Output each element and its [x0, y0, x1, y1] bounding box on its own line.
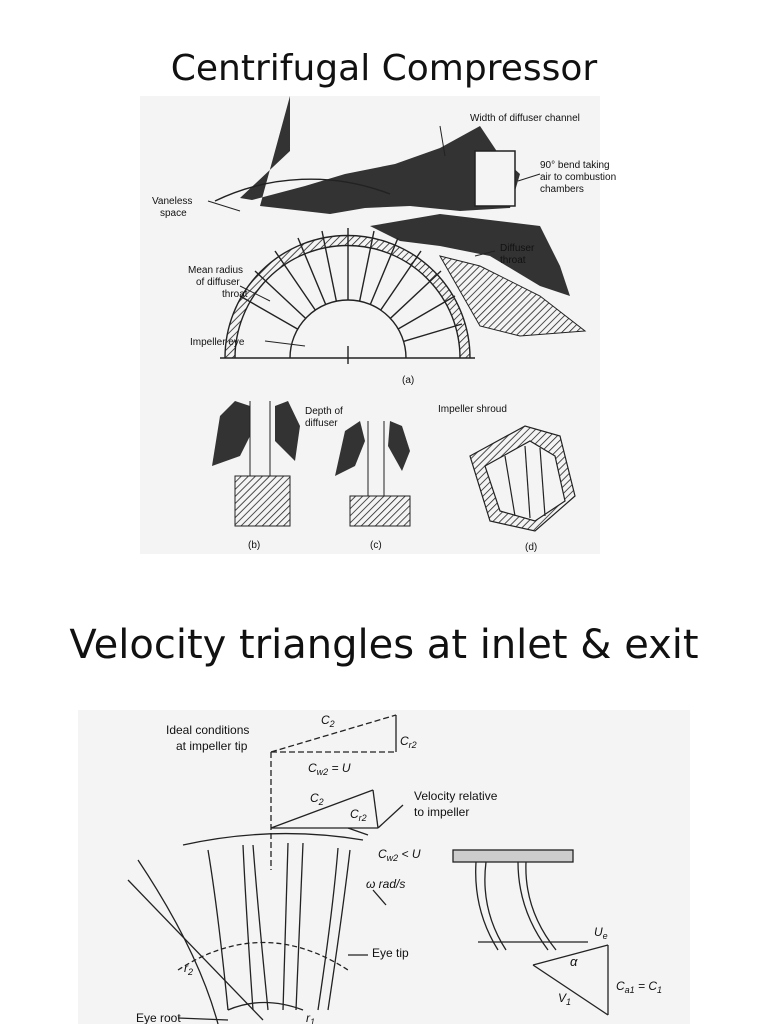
slide-title-velocity: Velocity triangles at inlet & exit	[69, 622, 699, 668]
label-vaneless-1: Vaneless	[152, 196, 192, 207]
label-r1: r1	[306, 1011, 315, 1024]
label-fig-c: (c)	[370, 540, 382, 551]
compressor-diagram: Width of diffuser channel 90° bend takin…	[140, 96, 616, 554]
label-ue: Ue	[594, 925, 608, 941]
label-r2: r2	[184, 961, 193, 977]
impeller	[214, 178, 475, 364]
subfigure-d	[469, 425, 576, 532]
label-fig-d: (d)	[525, 542, 537, 553]
label-throat-2: throat	[500, 255, 526, 266]
label-ideal-2: at impeller tip	[176, 739, 248, 753]
label-alpha: α	[570, 954, 578, 969]
label-shroud: Impeller shroud	[438, 404, 507, 415]
label-ca1: Ca1 = C1	[616, 979, 662, 995]
label-omega: ω rad/s	[366, 877, 405, 891]
label-mean-2: of diffuser	[196, 277, 240, 288]
label-cr2-top: Cr2	[400, 734, 417, 750]
outlet-bend	[474, 150, 516, 207]
label-eye-root: Eye root	[136, 1011, 181, 1024]
label-eye-tip: Eye tip	[372, 946, 409, 960]
velocity-triangles-diagram: Ideal conditions at impeller tip C2 Cr2 …	[78, 710, 690, 1024]
diffuser-casing-upper	[240, 96, 520, 214]
label-bend-2: air to combustion	[540, 172, 616, 183]
label-depth-1: Depth of	[305, 406, 343, 417]
label-cw2-eq-u: Cw2 = U	[308, 761, 351, 777]
label-vaneless-2: space	[160, 208, 187, 219]
label-bend-3: chambers	[540, 184, 584, 195]
label-fig-b: (b)	[248, 540, 260, 551]
label-c2-mid: C2	[310, 791, 324, 807]
subfigure-c	[335, 421, 411, 527]
label-cr2-mid: Cr2	[350, 807, 367, 823]
label-bend-1: 90° bend taking	[540, 160, 610, 171]
leader-lines	[207, 125, 541, 347]
label-width-diffuser: Width of diffuser channel	[470, 113, 580, 124]
label-c2-top: C2	[321, 713, 335, 729]
diffuser-vane-lower	[370, 214, 570, 296]
label-impeller-eye: Impeller eye	[190, 337, 245, 348]
label-velocity-rel-1: Velocity relative	[414, 789, 498, 803]
label-mean-3: throat	[222, 289, 248, 300]
subfigure-b	[212, 401, 300, 527]
label-v1: V1	[558, 991, 571, 1007]
label-mean-1: Mean radius	[188, 265, 243, 276]
label-ideal-1: Ideal conditions	[166, 723, 249, 737]
label-velocity-rel-2: to impeller	[414, 805, 469, 819]
label-depth-2: diffuser	[305, 418, 338, 429]
label-cw2-lt-u: Cw2 < U	[378, 847, 421, 863]
label-fig-a: (a)	[402, 375, 414, 386]
label-throat-1: Diffuser	[500, 243, 535, 254]
slide-title-compressor: Centrifugal Compressor	[170, 48, 598, 89]
diffuser-wall-hatched	[438, 255, 587, 337]
